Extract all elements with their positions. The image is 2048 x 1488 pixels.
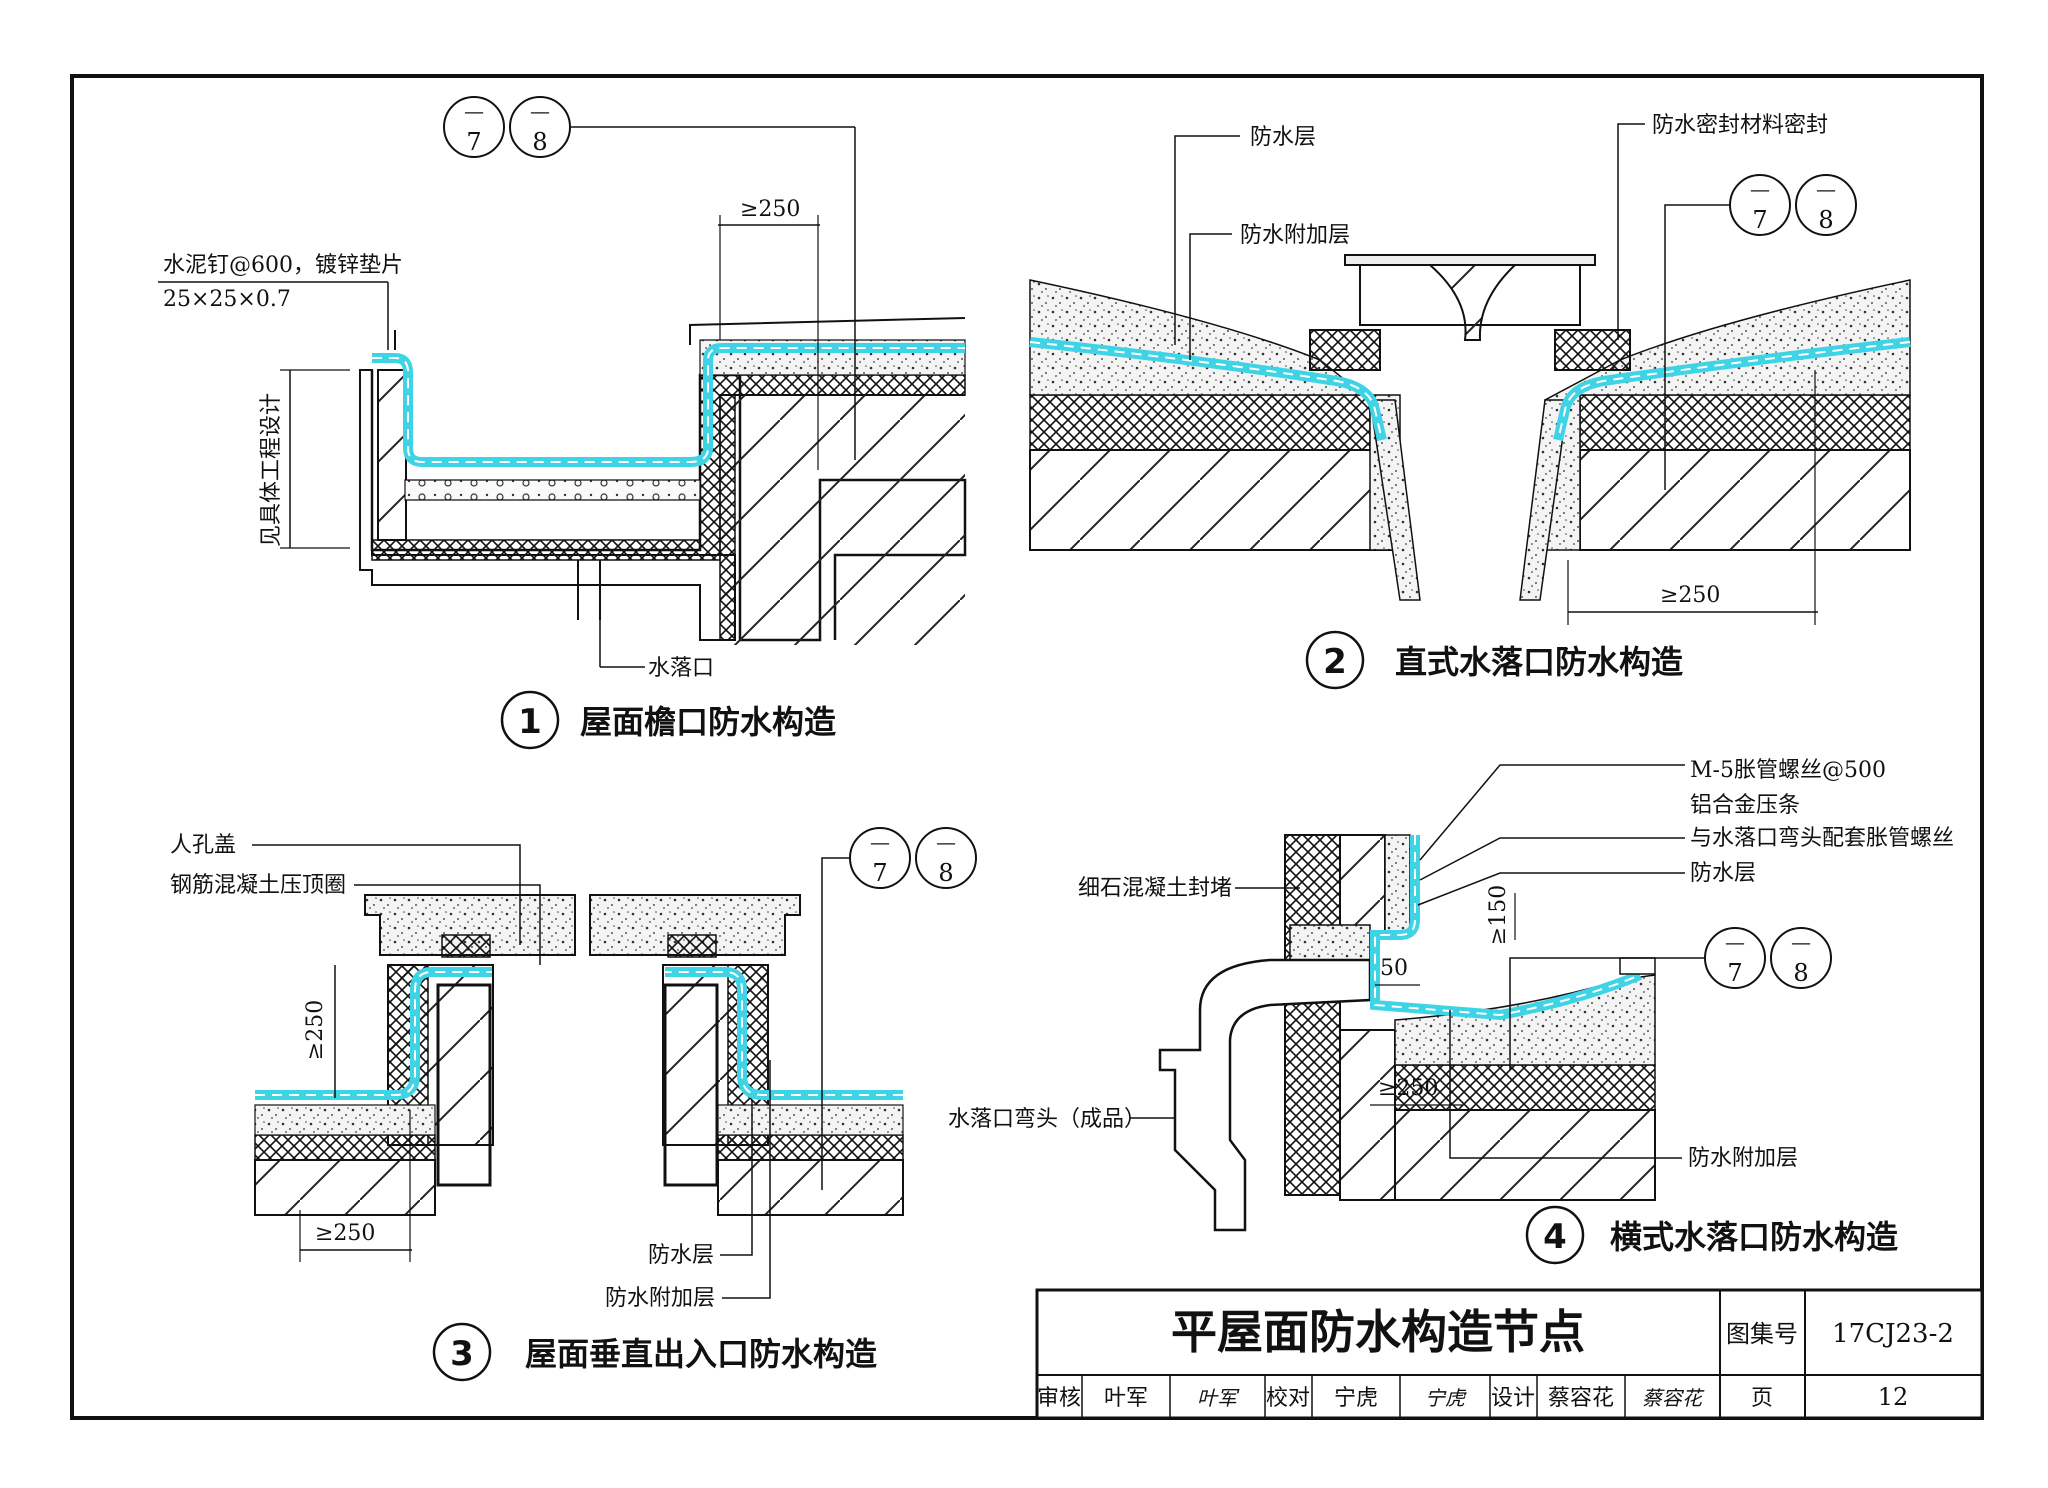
detail-title-4: 横式水落口防水构造	[1610, 1218, 1898, 1256]
svg-text:—: —	[1791, 930, 1811, 954]
svg-text:1: 1	[518, 702, 542, 742]
design-signature: 蔡容花	[1642, 1386, 1705, 1410]
strip-label: 铝合金压条	[1690, 793, 1800, 818]
svg-text:—: —	[530, 99, 550, 123]
overlap-label-4: ≥250	[1378, 1076, 1438, 1101]
plug-label: 细石混凝土封堵	[1078, 876, 1232, 901]
svg-text:3: 3	[450, 1334, 474, 1374]
detail-number-4	[1525, 1205, 1585, 1265]
check-signature: 宁虎	[1425, 1386, 1467, 1410]
overlap-label-2: ≥250	[1660, 583, 1720, 608]
nail-label: 水泥钉@600，镀锌垫片	[163, 253, 403, 278]
detail-title-2: 直式水落口防水构造	[1395, 643, 1683, 681]
page-number: 12	[1878, 1383, 1909, 1411]
page-label: 页	[1751, 1386, 1773, 1411]
extra-label-4: 防水附加层	[1688, 1146, 1798, 1171]
eave-concrete	[359, 369, 736, 641]
title-block: 平屋面防水构造节点 图集号 17CJ23-2 审核 叶军 叶军 校对 宁虎 宁虎…	[1035, 1288, 1984, 1420]
match-label: 与水落口弯头配套胀管螺丝	[1690, 826, 1954, 851]
check-label: 校对	[1266, 1386, 1310, 1411]
ring-label: 钢筋混凝土压顶圈	[170, 873, 346, 898]
seal-label-2: 防水密封材料密封	[1652, 113, 1828, 138]
height-label-3: ≥250	[303, 1000, 328, 1060]
drain-elbow	[1158, 958, 1372, 1232]
detail-4: M-5胀管螺丝@500 铝合金压条 与水落口弯头配套胀管螺丝 防水层 细石混凝土…	[948, 758, 1954, 1265]
svg-text:—: —	[464, 99, 484, 123]
waterproof-label-2: 防水层	[1250, 125, 1316, 150]
waterproof-label-4: 防水层	[1690, 861, 1756, 886]
detail-title-1: 屋面檐口防水构造	[580, 703, 836, 741]
design-label: 设计	[1491, 1386, 1535, 1411]
seal-left	[1309, 329, 1381, 371]
svg-text:2: 2	[1323, 642, 1347, 682]
svg-text:8: 8	[532, 128, 547, 156]
svg-text:8: 8	[938, 859, 953, 887]
svg-text:7: 7	[1727, 959, 1742, 987]
svg-text:—: —	[870, 830, 890, 854]
svg-text:—: —	[1725, 930, 1745, 954]
drain-label: 水落口	[648, 656, 714, 681]
svg-text:8: 8	[1793, 959, 1808, 987]
extra-label-2: 防水附加层	[1240, 223, 1350, 248]
cover-label: 人孔盖	[170, 833, 236, 858]
detail-title-3: 屋面垂直出入口防水构造	[525, 1335, 877, 1373]
detail-ref-1: — — 7 8	[443, 96, 856, 460]
elbow-label: 水落口弯头（成品）	[948, 1107, 1146, 1132]
detail-number-1	[500, 690, 560, 750]
detail-2: 防水层 防水附加层 防水密封材料密封 ≥250 — — 7 8 2 直式水落口防…	[1029, 113, 1911, 690]
detail-ref-2: — — 7 8	[1664, 174, 1857, 490]
svg-text:—: —	[1750, 177, 1770, 201]
detail-ref-3: — — 7 8	[821, 827, 977, 1190]
review-signature: 叶军	[1197, 1386, 1240, 1410]
w50-label: 50	[1380, 956, 1408, 981]
extra-label-3: 防水附加层	[605, 1286, 715, 1311]
atlas-label: 图集号	[1726, 1320, 1798, 1348]
waterproof-label-3: 防水层	[648, 1243, 714, 1268]
height-label: 见具体工程设计	[259, 393, 284, 547]
detail-1: 见具体工程设计 水泥钉@600，镀锌垫片 25×25×0.7 ≥250 水落口 …	[158, 96, 967, 750]
detail-3: 人孔盖 钢筋混凝土压顶圈 ≥250 ≥250 防水层 防水附加层 — — 7 8…	[170, 827, 977, 1382]
detail-ref-4: — — 7 8	[1509, 927, 1832, 1070]
sheet-frame	[70, 74, 1984, 1420]
review-name: 叶军	[1104, 1386, 1148, 1411]
screed-right	[1544, 279, 1911, 551]
svg-text:7: 7	[872, 859, 887, 887]
svg-text:8: 8	[1818, 206, 1833, 234]
overlap-label-1: ≥250	[740, 197, 800, 222]
sheet-title: 平屋面防水构造节点	[1171, 1305, 1585, 1359]
drain-grate	[1344, 254, 1596, 266]
design-name: 蔡容花	[1548, 1386, 1614, 1411]
screw-label: M-5胀管螺丝@500	[1690, 758, 1886, 783]
svg-text:4: 4	[1543, 1217, 1567, 1257]
overlap-label-3: ≥250	[315, 1221, 375, 1246]
detail-number-3	[432, 1322, 492, 1382]
atlas-number: 17CJ23-2	[1832, 1319, 1954, 1349]
detail-number-2	[1305, 630, 1365, 690]
washer-label: 25×25×0.7	[163, 287, 291, 312]
h150-label: ≥150	[1486, 885, 1511, 945]
svg-text:—: —	[1816, 177, 1836, 201]
check-name: 宁虎	[1334, 1386, 1378, 1411]
svg-text:7: 7	[466, 128, 481, 156]
svg-text:—: —	[936, 830, 956, 854]
review-label: 审核	[1037, 1386, 1081, 1411]
svg-text:7: 7	[1752, 206, 1767, 234]
